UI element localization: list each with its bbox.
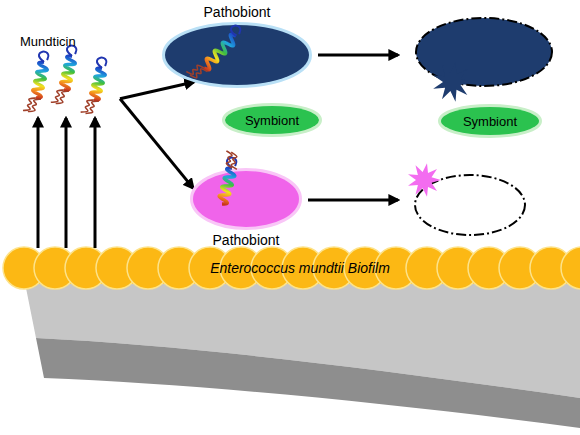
biofilm-cells bbox=[3, 247, 580, 289]
peptide-tail bbox=[28, 99, 41, 111]
cell-body bbox=[441, 107, 539, 135]
alpha-helix bbox=[61, 56, 75, 90]
flow-arrow bbox=[120, 82, 194, 99]
flow-arrow bbox=[37, 118, 40, 248]
peptide-tail bbox=[226, 151, 232, 168]
alpha-helix bbox=[33, 62, 48, 98]
cell-ellipse: Symbiont bbox=[222, 103, 322, 137]
peptide bbox=[23, 52, 49, 112]
label-holder: Enterococcus mundtii Biofilm bbox=[20, 248, 580, 288]
lysed-cell bbox=[408, 163, 525, 235]
alpha-helix bbox=[91, 68, 105, 100]
peptide-tail bbox=[231, 152, 237, 169]
cell-glow bbox=[193, 171, 299, 227]
alpha-helix bbox=[204, 34, 236, 69]
cell-glow bbox=[441, 107, 539, 135]
biofilm-cell bbox=[561, 247, 580, 289]
coil bbox=[67, 46, 77, 56]
peptide-tail bbox=[186, 65, 204, 74]
label-holder: Symbiont bbox=[222, 103, 322, 137]
peptide bbox=[219, 151, 237, 204]
burst bbox=[433, 62, 472, 101]
label-holder: Pathobiont bbox=[150, 230, 342, 249]
peptide bbox=[186, 26, 240, 78]
cell-label: Symbiont bbox=[245, 113, 299, 128]
cell-ellipse: Pathobiont bbox=[162, 22, 312, 88]
cell-label: Symbiont bbox=[463, 114, 517, 129]
cell-glow bbox=[225, 106, 319, 134]
coil bbox=[97, 58, 107, 68]
cell-body bbox=[193, 171, 299, 227]
cell-ellipse: Symbiont bbox=[438, 104, 542, 138]
cell-body bbox=[165, 25, 309, 85]
peptide-tail bbox=[23, 98, 36, 110]
biofilm-label: Enterococcus mundtii Biofilm bbox=[210, 260, 390, 276]
peptide-tail bbox=[51, 90, 64, 102]
cell-outline bbox=[190, 168, 302, 230]
peptide-tail bbox=[81, 100, 94, 112]
region-box: Enterococcus mundtii Biofilm bbox=[20, 248, 580, 288]
peptide-tail bbox=[56, 91, 69, 103]
label-holder: Symbiont bbox=[438, 104, 542, 138]
lysed-cell bbox=[416, 18, 552, 102]
cell-outline bbox=[162, 22, 312, 88]
cell-glow bbox=[165, 25, 309, 85]
cell-ellipse: Pathobiont bbox=[190, 168, 302, 230]
flow-arrow bbox=[120, 99, 193, 189]
cell-label: Pathobiont bbox=[204, 4, 271, 20]
alpha-helix bbox=[219, 168, 235, 204]
peptide-tail bbox=[86, 101, 99, 113]
lysis-arrow bbox=[308, 199, 398, 202]
peptide-tail bbox=[190, 69, 208, 78]
label-holder: Mundticin bbox=[20, 32, 76, 50]
cell-label: Pathobiont bbox=[213, 232, 280, 248]
region-box: Mundticin bbox=[8, 30, 120, 116]
peptide bbox=[51, 46, 77, 104]
substrate-bottom bbox=[36, 338, 580, 428]
coil bbox=[39, 52, 49, 62]
burst bbox=[408, 163, 441, 196]
peptide bbox=[81, 58, 107, 114]
lysis-arrow bbox=[318, 54, 398, 57]
cell-body bbox=[225, 106, 319, 134]
flow-arrow bbox=[65, 118, 68, 248]
label-holder: Pathobiont bbox=[122, 3, 352, 22]
coil bbox=[227, 158, 237, 168]
coil bbox=[231, 26, 241, 36]
peptide-label: Mundticin bbox=[20, 34, 76, 49]
flow-arrow bbox=[94, 118, 97, 248]
